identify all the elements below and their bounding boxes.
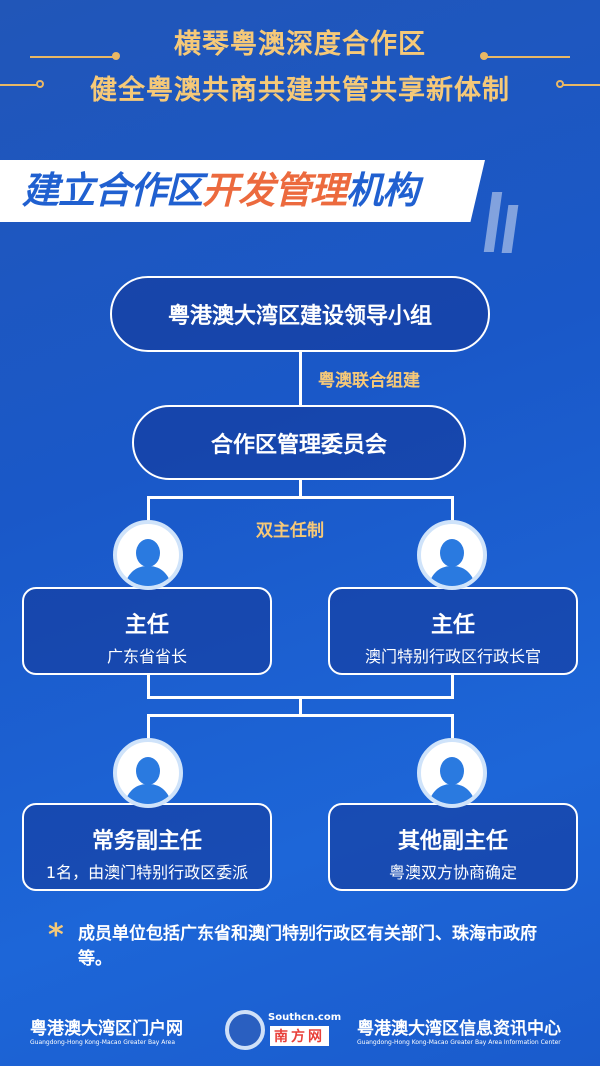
connector xyxy=(147,496,150,526)
connector xyxy=(299,352,302,405)
decor-stripe xyxy=(501,205,519,253)
node-deputy-left: 常务副主任 1名，由澳门特别行政区委派 xyxy=(22,803,272,891)
node-leading-group: 粤港澳大湾区建设领导小组 xyxy=(110,276,490,352)
decor-dot xyxy=(112,52,120,60)
person-icon xyxy=(417,738,487,808)
link-label: 粤澳联合组建 xyxy=(318,371,420,391)
connector xyxy=(451,675,454,698)
person-icon xyxy=(113,520,183,590)
connector xyxy=(147,714,454,717)
connector xyxy=(147,675,150,698)
connector xyxy=(299,696,302,716)
logo-text: 粤港澳大湾区门户网 xyxy=(30,1019,183,1039)
node-title: 主任 xyxy=(430,613,475,638)
node-desc: 粤澳双方协商确定 xyxy=(388,863,517,882)
decor-dot xyxy=(556,80,564,88)
asterisk-icon: * xyxy=(48,918,64,953)
footnote: 成员单位包括广东省和澳门特别行政区有关部门、珠海市政府等。 xyxy=(78,924,537,969)
decor-line xyxy=(562,84,600,86)
node-director-left: 主任 广东省省长 xyxy=(22,587,272,675)
connector xyxy=(147,496,454,499)
decor-dot xyxy=(480,52,488,60)
southcn-logo-icon xyxy=(225,1010,265,1050)
banner-highlight: 开发管理 xyxy=(202,169,347,212)
decor-line xyxy=(30,56,115,58)
node-title: 常务副主任 xyxy=(91,829,202,854)
logo-text: 粤港澳大湾区信息资讯中心 xyxy=(357,1019,561,1039)
node-director-right: 主任 澳门特别行政区行政长官 xyxy=(328,587,578,675)
decor-dot xyxy=(36,80,44,88)
node-desc: 澳门特别行政区行政长官 xyxy=(364,647,541,666)
node-deputy-right: 其他副主任 粤澳双方协商确定 xyxy=(328,803,578,891)
decor-stripe xyxy=(483,192,503,252)
logo-subtext: Southcn.com xyxy=(268,1012,342,1023)
connector xyxy=(451,714,454,744)
node-title: 主任 xyxy=(124,613,169,638)
connector xyxy=(147,714,150,744)
node-desc: 1名，由澳门特别行政区委派 xyxy=(45,863,249,882)
decor-line xyxy=(485,56,570,58)
logo-subtext: Guangdong-Hong Kong-Macao Greater Bay Ar… xyxy=(30,1039,176,1046)
logo-subtext: Guangdong-Hong Kong-Macao Greater Bay Ar… xyxy=(357,1039,561,1046)
decor-line xyxy=(0,84,38,86)
title-line-2: 健全粤澳共商共建共管共享新体制 xyxy=(90,75,510,106)
section-banner: 建立合作区开发管理机构 xyxy=(0,160,485,222)
connector xyxy=(451,496,454,526)
connector xyxy=(299,480,302,498)
title-line-1: 横琴粤澳深度合作区 xyxy=(174,29,426,60)
person-icon xyxy=(417,520,487,590)
node-desc: 广东省省长 xyxy=(106,647,187,666)
banner-text: 机构 xyxy=(346,169,419,212)
logo-text: 南方网 xyxy=(270,1026,329,1046)
dual-director-label: 双主任制 xyxy=(256,521,324,541)
node-title: 其他副主任 xyxy=(397,829,508,854)
banner-text: 建立合作区 xyxy=(22,169,203,212)
person-icon xyxy=(113,738,183,808)
node-committee: 合作区管理委员会 xyxy=(132,405,466,480)
